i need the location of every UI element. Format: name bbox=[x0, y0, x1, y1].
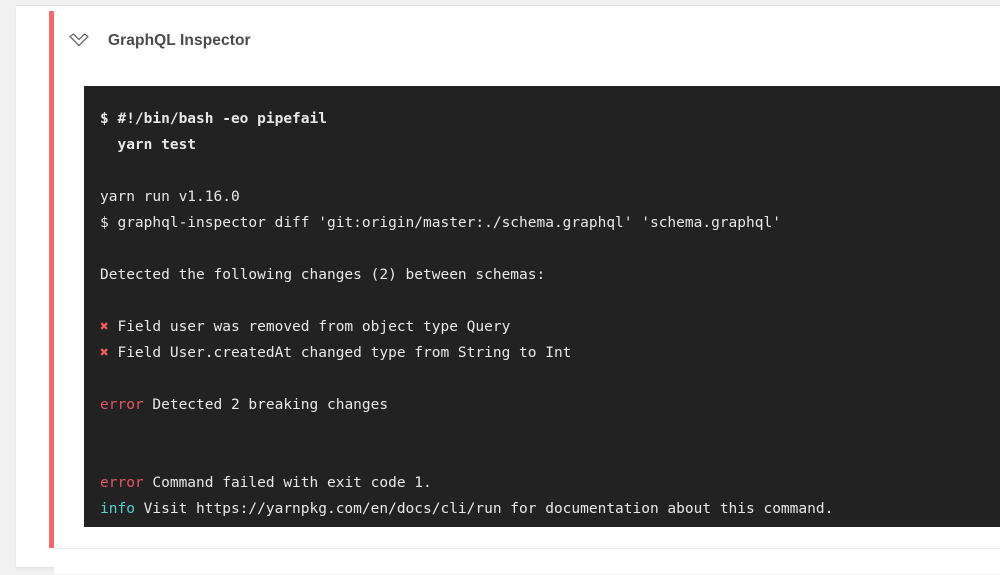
page-title: GraphQL Inspector bbox=[108, 32, 251, 49]
terminal-token-plain: Field User.createdAt changed type from S… bbox=[108, 345, 572, 361]
terminal-line: ✖ Field User.createdAt changed type from… bbox=[100, 340, 1000, 366]
terminal-line: $ #!/bin/bash -eo pipefail bbox=[100, 106, 1000, 132]
terminal-line: info Visit https://yarnpkg.com/en/docs/c… bbox=[100, 496, 1000, 522]
build-step-card: GraphQL Inspector $ #!/bin/bash -eo pipe… bbox=[16, 5, 1000, 574]
chevron-heart-icon[interactable] bbox=[64, 26, 94, 56]
terminal-token-error: error bbox=[100, 475, 144, 491]
terminal-line: ✖ Field user was removed from object typ… bbox=[100, 314, 1000, 340]
terminal-line: Detected the following changes (2) betwe… bbox=[100, 262, 1000, 288]
terminal-line: $ graphql-inspector diff 'git:origin/mas… bbox=[100, 210, 1000, 236]
terminal-token-plain: yarn run v1.16.0 bbox=[100, 189, 240, 205]
terminal-line: error Command failed with exit code 1. bbox=[100, 470, 1000, 496]
terminal-line bbox=[100, 418, 1000, 444]
status-rail-failed bbox=[49, 11, 54, 548]
terminal-line: yarn run v1.16.0 bbox=[100, 184, 1000, 210]
terminal-token-plain: Command failed with exit code 1. bbox=[143, 475, 432, 491]
terminal-line bbox=[100, 444, 1000, 470]
terminal-log-output[interactable]: $ #!/bin/bash -eo pipefail yarn test yar… bbox=[84, 86, 1000, 527]
terminal-line: yarn test bbox=[100, 132, 1000, 158]
card-footer bbox=[54, 549, 1000, 574]
terminal-token-mark: ✖ bbox=[100, 319, 109, 335]
terminal-token-plain: yarn test bbox=[100, 137, 197, 153]
terminal-token-plain: Visit https://yarnpkg.com/en/docs/cli/ru… bbox=[134, 501, 834, 517]
terminal-line bbox=[100, 158, 1000, 184]
terminal-token-plain: $ graphql-inspector diff 'git:origin/mas… bbox=[100, 215, 781, 231]
terminal-token-plain: Field user was removed from object type … bbox=[108, 319, 511, 335]
card-divider bbox=[54, 548, 1000, 549]
terminal-line: Exited with code 1 bbox=[100, 522, 1000, 527]
terminal-token-error: error bbox=[100, 397, 144, 413]
terminal-line: error Detected 2 breaking changes bbox=[100, 392, 1000, 418]
terminal-token-plain: Detected 2 breaking changes bbox=[143, 397, 389, 413]
terminal-token-info: info bbox=[100, 501, 135, 517]
card-header[interactable]: GraphQL Inspector bbox=[38, 6, 1000, 76]
terminal-token-plain: $ #!/bin/bash -eo pipefail bbox=[100, 111, 327, 127]
terminal-line bbox=[100, 366, 1000, 392]
terminal-token-mark: ✖ bbox=[100, 345, 109, 361]
terminal-line bbox=[100, 236, 1000, 262]
terminal-line bbox=[100, 288, 1000, 314]
terminal-token-plain: Detected the following changes (2) betwe… bbox=[100, 267, 546, 283]
